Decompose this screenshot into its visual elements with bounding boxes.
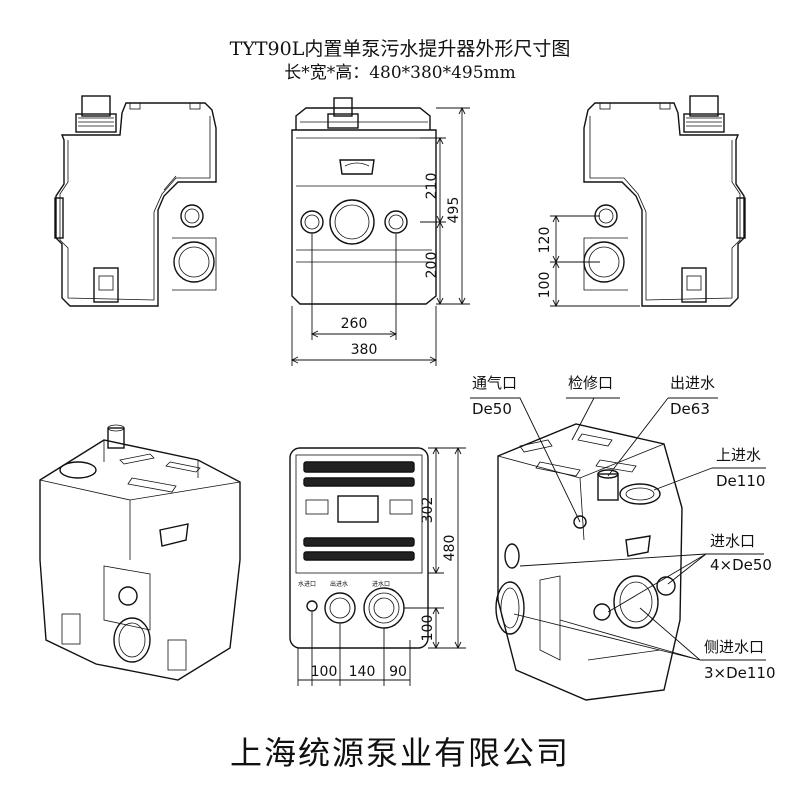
front-top-cover [295, 107, 431, 130]
right-dimensions [550, 214, 640, 308]
iso-left-handle [159, 523, 189, 547]
callout-top-inlet-name: 上进水 [716, 446, 761, 464]
leader-outlet [607, 397, 718, 477]
leader-inlet [519, 553, 764, 613]
top-service-hatch [337, 495, 379, 523]
callout-service-name: 检修口 [568, 374, 613, 392]
dim-100-side: 100 [537, 272, 553, 299]
side-port [54, 197, 64, 239]
front-inlet-center [329, 199, 375, 245]
top-label-outlet: 出进水 [330, 580, 348, 588]
callout-side-inlet-size: 3×De110 [704, 664, 776, 682]
top-rib [303, 551, 415, 561]
callout-top-inlet-size: De110 [716, 472, 765, 490]
dim-140: 140 [349, 664, 376, 680]
right-side-view [583, 95, 746, 307]
top-rib [303, 537, 415, 547]
dim-120: 120 [537, 227, 553, 254]
callout-vent-name: 通气口 [472, 374, 517, 392]
iso-left-vent [59, 461, 97, 479]
front-handle [339, 159, 375, 175]
iso-right-small-inlet-2 [593, 603, 611, 621]
dim-100-top-vertical: 100 [420, 615, 436, 642]
dim-100-top-horizontal: 100 [311, 664, 338, 680]
top-rib [303, 477, 415, 487]
iso-view-right [495, 423, 683, 701]
iso-right-top-inlet [619, 483, 661, 505]
iso-right-small-inlet-3 [656, 576, 676, 596]
dim-210: 210 [424, 173, 440, 200]
top-inlet-nozzle [363, 587, 405, 629]
dim-260: 260 [341, 316, 368, 332]
front-body-outline [291, 129, 437, 305]
dim-380: 380 [351, 342, 378, 358]
front-pump-cap [333, 97, 353, 117]
side-handle [93, 267, 119, 303]
iso-left-small-inlet [118, 586, 138, 606]
top-label-vent: 水进口 [298, 580, 316, 588]
iso-left-large-inlet [113, 617, 151, 663]
callout-outlet-size: De63 [670, 400, 710, 418]
callout-inlet-size: 4×De50 [710, 556, 772, 574]
callout-inlet-name: 进水口 [710, 532, 755, 550]
top-dimensions [297, 446, 466, 686]
top-label-inlet: 进水口 [372, 580, 390, 588]
leader-vent [470, 397, 581, 523]
iso-right-handle [625, 535, 651, 557]
iso-right-small-inlet-1 [504, 543, 520, 569]
dim-495: 495 [446, 197, 462, 224]
side-small-inlet [180, 204, 204, 228]
right-handle [681, 267, 707, 303]
iso-right-side-inlet-2 [613, 575, 659, 629]
iso-right-side-inlet-1 [495, 581, 525, 635]
leader-service [566, 397, 620, 441]
front-pump-ring [327, 113, 359, 129]
top-outlet-nozzle [324, 592, 356, 624]
iso-right-vent [573, 515, 587, 529]
iso-right-body [497, 423, 683, 701]
side-large-inlet [173, 241, 215, 283]
iso-right-pump [597, 473, 619, 501]
dim-90: 90 [389, 664, 407, 680]
left-side-view [54, 95, 217, 307]
right-side-port [736, 197, 746, 239]
top-view [289, 447, 429, 649]
pump-motor-ring-right [683, 113, 725, 133]
dim-302: 302 [420, 497, 436, 524]
callout-outlet-name: 出进水 [670, 374, 715, 392]
diagram-subtitle: 长*宽*高：480*380*495mm [284, 63, 516, 83]
dim-200: 200 [424, 252, 440, 279]
pump-motor-cap [81, 95, 111, 117]
iso-view-left [39, 424, 241, 681]
callout-side-inlet-name: 侧进水口 [704, 638, 764, 656]
pump-motor-ring [75, 113, 117, 133]
callout-vent-size: De50 [472, 400, 512, 418]
company-name: 上海统源泵业有限公司 [229, 734, 570, 772]
iso-left-body [39, 439, 241, 681]
pump-motor-cap-right [689, 95, 719, 117]
dim-480: 480 [442, 535, 458, 562]
top-view-outline [289, 447, 429, 649]
iso-left-pump [107, 427, 125, 449]
front-dimensions [290, 106, 470, 366]
top-vent-nozzle [306, 600, 318, 612]
leader-side-inlet [513, 607, 766, 661]
front-inlet-right [384, 210, 408, 234]
top-rib [303, 461, 415, 473]
leader-top-inlet [653, 467, 766, 491]
diagram-title: TYT90L内置单泵污水提升器外形尺寸图 [229, 38, 571, 60]
front-view [291, 97, 437, 305]
callout-leaders [470, 397, 766, 661]
front-inlet-left [300, 210, 324, 234]
